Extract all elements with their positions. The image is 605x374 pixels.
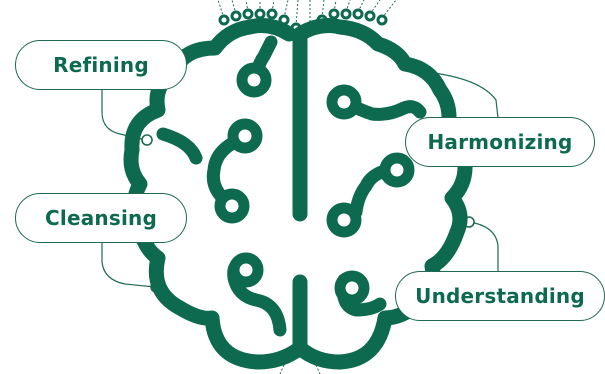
refining-label: Refining bbox=[15, 40, 187, 90]
brain-nodes bbox=[214, 62, 415, 306]
cleansing-label-text: Cleansing bbox=[45, 206, 157, 230]
understanding-label-text: Understanding bbox=[415, 284, 585, 308]
brain-circuits bbox=[156, 35, 427, 337]
brain-outline bbox=[123, 18, 474, 370]
understanding-label: Understanding bbox=[395, 271, 605, 321]
harmonizing-label: Harmonizing bbox=[405, 117, 595, 167]
cleansing-label: Cleansing bbox=[15, 193, 187, 243]
harmonizing-label-text: Harmonizing bbox=[427, 130, 573, 154]
refining-label-text: Refining bbox=[53, 53, 149, 77]
connector-nodes bbox=[141, 66, 475, 293]
